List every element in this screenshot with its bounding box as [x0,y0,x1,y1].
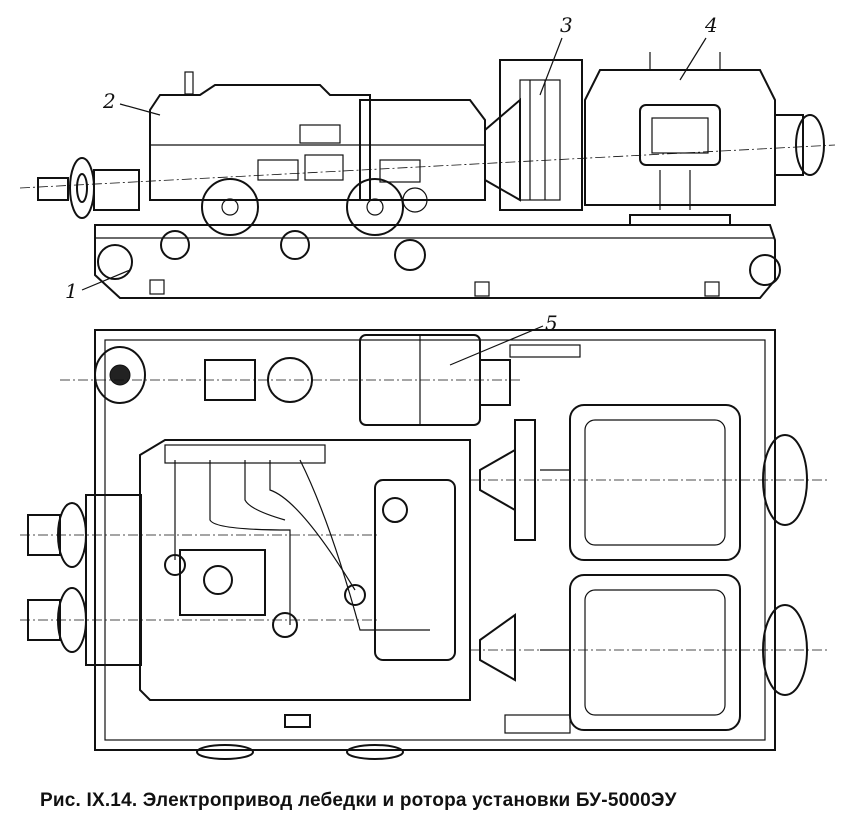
plan-frame [94,329,776,751]
gearbox-plan [139,439,471,701]
winch-motor [584,52,825,226]
winch-gearbox [149,71,486,236]
twin-motors [540,404,808,731]
base-frame [94,224,781,299]
technical-drawing: 1 2 3 4 5 [19,13,836,760]
svg-text:1: 1 [65,279,78,303]
svg-text:5: 5 [545,311,558,335]
control-pedals [196,344,581,760]
svg-text:3: 3 [560,13,573,37]
figure-caption: Рис. IX.14. Электропривод лебедки и рото… [40,790,677,811]
clutch [484,59,583,211]
callout-clutch: 3 [539,13,573,96]
callout-rotor-motor: 5 [449,311,558,366]
plan-view [20,329,830,760]
callout-winch-motor: 4 [679,13,718,81]
rotor-gear [479,419,536,682]
winch-drum-sprockets [27,494,142,666]
winch-sprocket-side [37,157,140,219]
callout-winch-gearbox: 2 [102,89,161,116]
svg-text:2: 2 [102,89,116,113]
side-view [19,52,836,299]
svg-text:4: 4 [704,13,718,37]
callout-frame: 1 [65,269,131,303]
